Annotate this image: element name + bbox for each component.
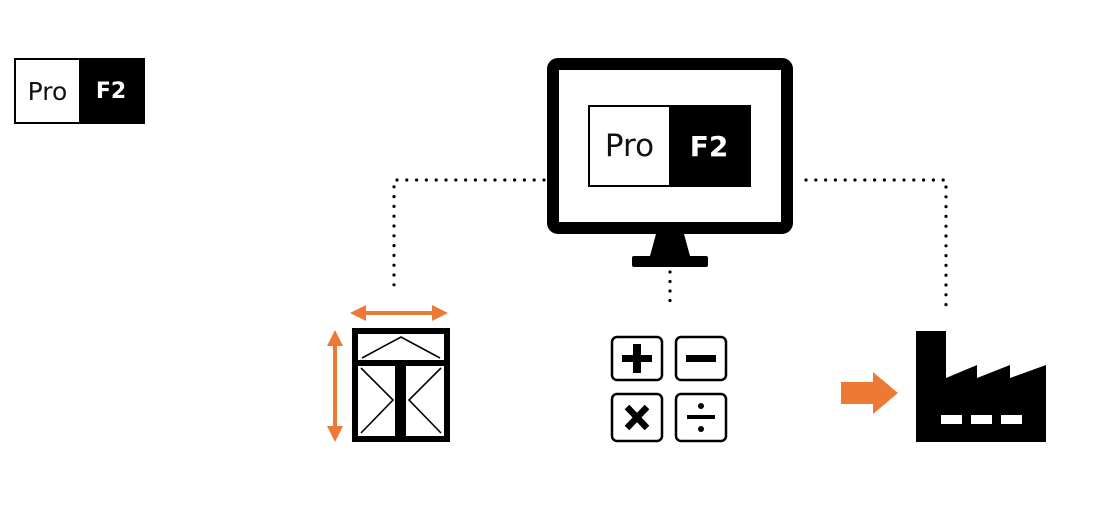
plus-key-icon bbox=[610, 335, 664, 382]
window-icon bbox=[327, 305, 450, 442]
dotted-connector-right bbox=[804, 178, 948, 308]
monitor-screen-logo: Pro F2 bbox=[588, 105, 751, 187]
multiply-key-icon bbox=[610, 392, 664, 443]
logo-text-f2: F2 bbox=[79, 60, 143, 122]
prof2-logo: Pro F2 bbox=[14, 58, 145, 124]
logo-text-pro: Pro bbox=[16, 60, 79, 122]
calculator-icon bbox=[610, 335, 728, 443]
logo-text-f2: F2 bbox=[669, 107, 749, 185]
minus-key-icon bbox=[674, 335, 728, 382]
width-arrow bbox=[350, 305, 448, 321]
factory-icon bbox=[916, 331, 1046, 442]
dotted-connector-left bbox=[392, 178, 546, 292]
divide-key-icon bbox=[674, 392, 728, 443]
logo-text-pro: Pro bbox=[590, 107, 669, 185]
height-arrow bbox=[327, 330, 343, 442]
arrow-right-icon bbox=[841, 372, 898, 414]
